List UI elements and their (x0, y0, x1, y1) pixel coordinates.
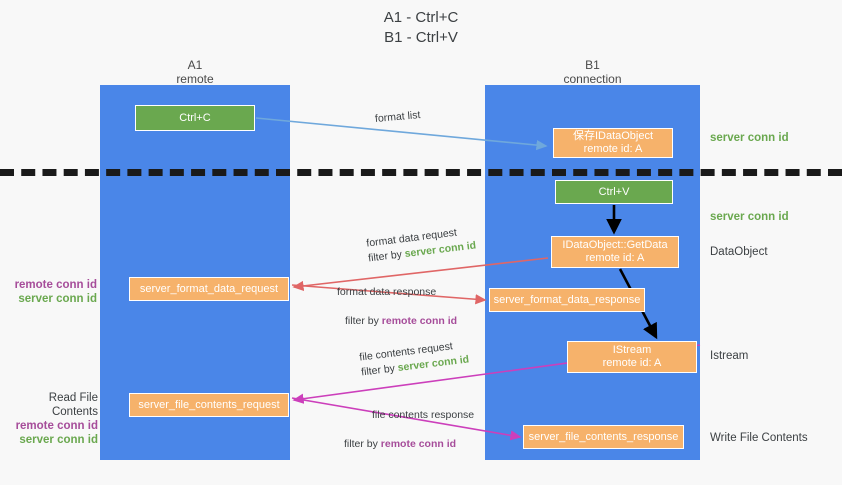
left-label-read-file-contents: Read File Contents (48, 392, 98, 418)
filter-prefix: filter by (345, 315, 382, 327)
filter-prefix: filter by (360, 362, 399, 379)
flow-label-format-data-response: format data response filter by remote co… (337, 285, 457, 329)
left-label-read-file-block: Read File Contents remote conn id server… (2, 391, 98, 447)
column-a1-name: A1 (187, 58, 203, 72)
flow-label-format-list: format list (374, 108, 421, 127)
node-server-file-contents-request-label: server_file_contents_request (138, 398, 280, 411)
left-label-server-conn-id: server conn id (19, 434, 98, 446)
flow-file-contents-response-filter: filter by remote conn id (344, 437, 474, 452)
node-server-format-data-response[interactable]: server_format_data_response (489, 288, 645, 312)
node-ctrl-c[interactable]: Ctrl+C (135, 105, 255, 131)
node-server-format-data-request-label: server_format_data_request (139, 282, 279, 295)
side-label-server-conn-id-top: server conn id (710, 132, 789, 144)
node-save-idataobject-label: 保存IDataObject (572, 130, 654, 142)
filter-key-remote-conn-id: remote conn id (380, 438, 457, 450)
filter-prefix: filter by (367, 248, 406, 265)
node-ctrl-v-label: Ctrl+V (598, 185, 630, 198)
node-ctrl-v[interactable]: Ctrl+V (555, 180, 673, 204)
flow-format-data-response-filter: filter by remote conn id (345, 314, 457, 329)
page-title: A1 - Ctrl+C B1 - Ctrl+V (0, 8, 842, 48)
title-line-1: A1 - Ctrl+C (383, 9, 459, 26)
node-server-file-contents-response[interactable]: server_file_contents_response (523, 425, 684, 449)
flow-label-file-contents-response: file contents response filter by remote … (344, 408, 475, 452)
left-label-remote-conn-id: remote conn id (15, 420, 98, 432)
column-header-b1: B1 connection (485, 58, 700, 86)
side-label-dataobject: DataObject (710, 246, 768, 258)
phase-divider (0, 169, 842, 176)
flow-format-data-response-text: format data response (337, 286, 437, 298)
node-idataobject-getdata[interactable]: IDataObject::GetData remote id: A (551, 236, 679, 268)
side-label-istream: Istream (710, 350, 749, 362)
flow-label-format-data-request: format data request filter by server con… (366, 223, 477, 266)
node-save-idataobject[interactable]: 保存IDataObject remote id: A (553, 128, 673, 158)
column-b1-name: B1 (585, 58, 600, 72)
side-label-server-conn-id-mid: server conn id (710, 211, 789, 223)
node-ctrl-c-label: Ctrl+C (179, 111, 211, 124)
flow-label-file-contents-request: file contents request filter by server c… (359, 337, 470, 380)
column-a1-role: remote (176, 72, 214, 86)
node-getdata-label: IDataObject::GetData (562, 239, 668, 251)
node-server-format-data-request[interactable]: server_format_data_request (129, 277, 289, 301)
filter-prefix: filter by (344, 438, 381, 450)
node-getdata-sub: remote id: A (585, 252, 645, 264)
node-istream-sub: remote id: A (602, 357, 662, 369)
node-save-idataobject-sub: remote id: A (583, 143, 643, 155)
node-istream[interactable]: IStream remote id: A (567, 341, 697, 373)
side-label-write-file-contents: Write File Contents (710, 432, 808, 444)
title-line-2: B1 - Ctrl+V (384, 29, 458, 46)
node-istream-label: IStream (612, 344, 652, 356)
filter-key-remote-conn-id: remote conn id (381, 315, 458, 327)
node-server-file-contents-request[interactable]: server_file_contents_request (129, 393, 289, 417)
node-server-format-data-response-label: server_format_data_response (493, 293, 641, 306)
column-b1-role: connection (563, 72, 622, 86)
left-label-remote-conn-id: remote conn id (14, 279, 97, 291)
left-label-conn-ids-format: remote conn id server conn id (5, 278, 97, 306)
node-server-file-contents-response-label: server_file_contents_response (528, 430, 679, 443)
column-header-a1: A1 remote (100, 58, 290, 86)
left-label-server-conn-id: server conn id (18, 293, 97, 305)
flow-file-contents-response-text: file contents response (372, 409, 475, 421)
flow-format-list-text: format list (374, 109, 421, 125)
